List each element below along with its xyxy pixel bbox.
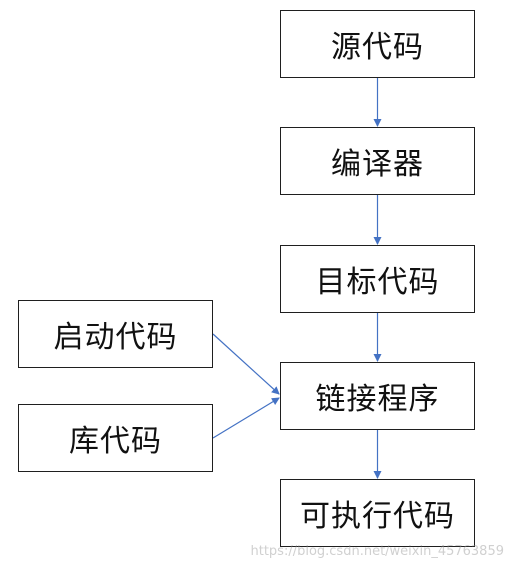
edge-startup-to-linker: [212, 333, 280, 395]
node-library-code: 库代码: [18, 404, 213, 472]
node-compiler: 编译器: [280, 127, 475, 195]
node-compiler-label: 编译器: [331, 147, 424, 182]
node-linker-label: 链接程序: [315, 382, 440, 417]
node-startup-code-label: 启动代码: [53, 320, 178, 355]
edge-library-to-linker: [212, 397, 280, 439]
node-object-code-label: 目标代码: [315, 265, 440, 300]
node-startup-code: 启动代码: [18, 300, 213, 368]
node-source-code-label: 源代码: [331, 30, 424, 65]
node-executable-code: 可执行代码: [280, 479, 475, 547]
node-object-code: 目标代码: [280, 245, 475, 313]
node-executable-code-label: 可执行代码: [300, 499, 455, 534]
node-source-code: 源代码: [280, 10, 475, 78]
node-linker: 链接程序: [280, 362, 475, 430]
node-library-code-label: 库代码: [69, 424, 162, 459]
watermark-text: https://blog.csdn.net/weixin_45763859: [250, 544, 504, 559]
